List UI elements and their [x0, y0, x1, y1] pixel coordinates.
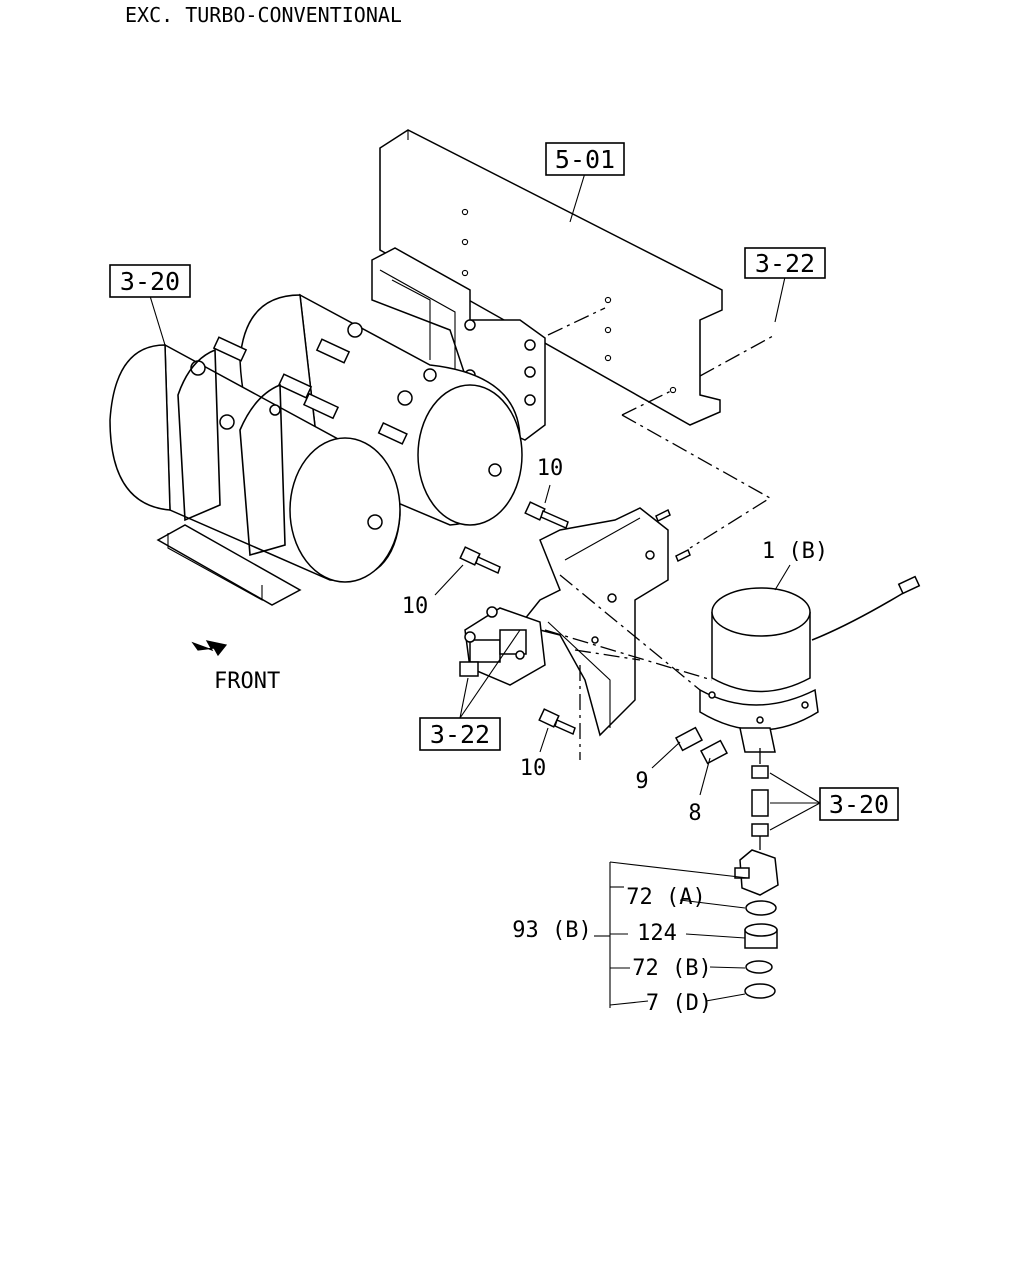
ref-box-3-22-bottom[interactable]: 3-22 [419, 717, 501, 751]
tank-straps [156, 348, 302, 606]
leader-lines [149, 172, 821, 1008]
kit-group-label: 93 (B) [512, 918, 591, 943]
kit-parts [734, 849, 779, 999]
dryer-bracket [518, 507, 669, 737]
header-title: EXC. TURBO-CONVENTIONAL [125, 3, 402, 27]
kit-item-72a: 72 (A) [626, 885, 705, 910]
ref-box-3-20-top[interactable]: 3-20 [109, 264, 191, 298]
dryer-wire-harness [811, 575, 921, 641]
fitting-9-part [674, 726, 704, 752]
ref-box-5-01[interactable]: 5-01 [545, 142, 625, 176]
fitting-8-part [699, 739, 729, 765]
assembly-lines [544, 307, 774, 850]
tube-fittings [751, 765, 769, 837]
frame-rail [379, 129, 723, 426]
ref-box-3-20-right[interactable]: 3-20 [819, 787, 899, 821]
ref-3-22-top-text: 3-22 [755, 249, 815, 278]
callout-9: 9 [635, 769, 648, 794]
kit-item-124: 124 [637, 921, 677, 946]
front-arrow-icon [191, 640, 228, 657]
bolt-upper [524, 501, 569, 530]
callout-1b: 1 (B) [762, 539, 828, 564]
callout-10-middle: 10 [402, 594, 429, 619]
kit-item-7d: 7 (D) [646, 991, 712, 1016]
callout-10-upper: 10 [537, 456, 564, 481]
air-dryer [699, 587, 819, 753]
bracket-studs [655, 508, 691, 563]
kit-item-72b: 72 (B) [632, 956, 711, 981]
callout-8: 8 [688, 801, 701, 826]
ref-3-20-right-text: 3-20 [829, 790, 889, 819]
callout-10-lower: 10 [520, 756, 547, 781]
front-label: FRONT [214, 669, 280, 694]
ref-5-01-text: 5-01 [555, 145, 615, 174]
valve-assembly [459, 606, 546, 686]
bolt-middle [459, 546, 501, 575]
ref-3-22-bottom-text: 3-22 [430, 720, 490, 749]
bolt-lower [538, 708, 576, 736]
ref-box-3-22-top[interactable]: 3-22 [744, 247, 826, 279]
ref-3-20-top-text: 3-20 [120, 267, 180, 296]
